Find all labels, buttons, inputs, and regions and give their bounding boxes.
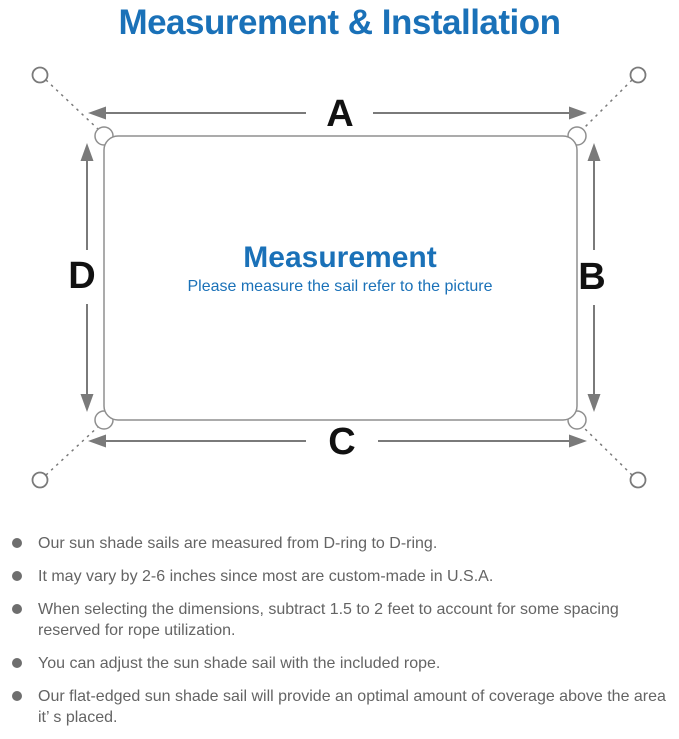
bullet-icon [12, 658, 22, 668]
measurement-diagram: A C D B Measurement Please measure the s… [0, 44, 679, 509]
notes-list: Our sun shade sails are measured from D-… [0, 509, 679, 728]
note-item: When selecting the dimensions, subtract … [12, 599, 672, 641]
note-text: When selecting the dimensions, subtract … [38, 601, 619, 639]
diagram-center-subtitle: Please measure the sail refer to the pic… [187, 278, 492, 295]
arrowhead-a-right-icon [569, 106, 587, 120]
note-item: It may vary by 2-6 inches since most are… [12, 566, 672, 587]
anchor-ring-bottom-left-icon [31, 471, 49, 489]
rope-line-bottom-left [45, 424, 101, 476]
arrowhead-c-right-icon [569, 434, 587, 448]
bullet-icon [12, 538, 22, 548]
dimension-label-c: C [328, 421, 355, 463]
note-item: Our flat-edged sun shade sail will provi… [12, 686, 672, 728]
anchor-ring-bottom-right-icon [629, 471, 647, 489]
bullet-icon [12, 604, 22, 614]
note-text: Our flat-edged sun shade sail will provi… [38, 688, 666, 726]
arrowhead-a-left-icon [88, 106, 106, 120]
dimension-label-b: B [578, 256, 605, 298]
diagram-center-title: Measurement [243, 241, 436, 274]
dimension-label-d: D [68, 255, 95, 297]
arrowhead-d-top-icon [80, 143, 94, 161]
anchor-ring-top-right-icon [629, 66, 647, 84]
bullet-icon [12, 571, 22, 581]
note-text: You can adjust the sun shade sail with t… [38, 655, 441, 672]
shade-sail-rectangle [103, 135, 578, 421]
anchor-ring-top-left-icon [31, 66, 49, 84]
bullet-icon [12, 691, 22, 701]
page-title: Measurement & Installation [118, 3, 561, 42]
note-item: You can adjust the sun shade sail with t… [12, 653, 672, 674]
arrowhead-c-left-icon [88, 434, 106, 448]
rope-line-bottom-right [580, 424, 633, 476]
rope-line-top-right [580, 79, 633, 132]
note-text: Our sun shade sails are measured from D-… [38, 535, 438, 552]
dimension-label-a: A [326, 93, 353, 135]
rope-line-top-left [45, 79, 101, 132]
arrowhead-b-top-icon [587, 143, 601, 161]
arrowhead-b-bottom-icon [587, 394, 601, 412]
arrowhead-d-bottom-icon [80, 394, 94, 412]
note-text: It may vary by 2-6 inches since most are… [38, 568, 494, 585]
note-item: Our sun shade sails are measured from D-… [12, 533, 672, 554]
